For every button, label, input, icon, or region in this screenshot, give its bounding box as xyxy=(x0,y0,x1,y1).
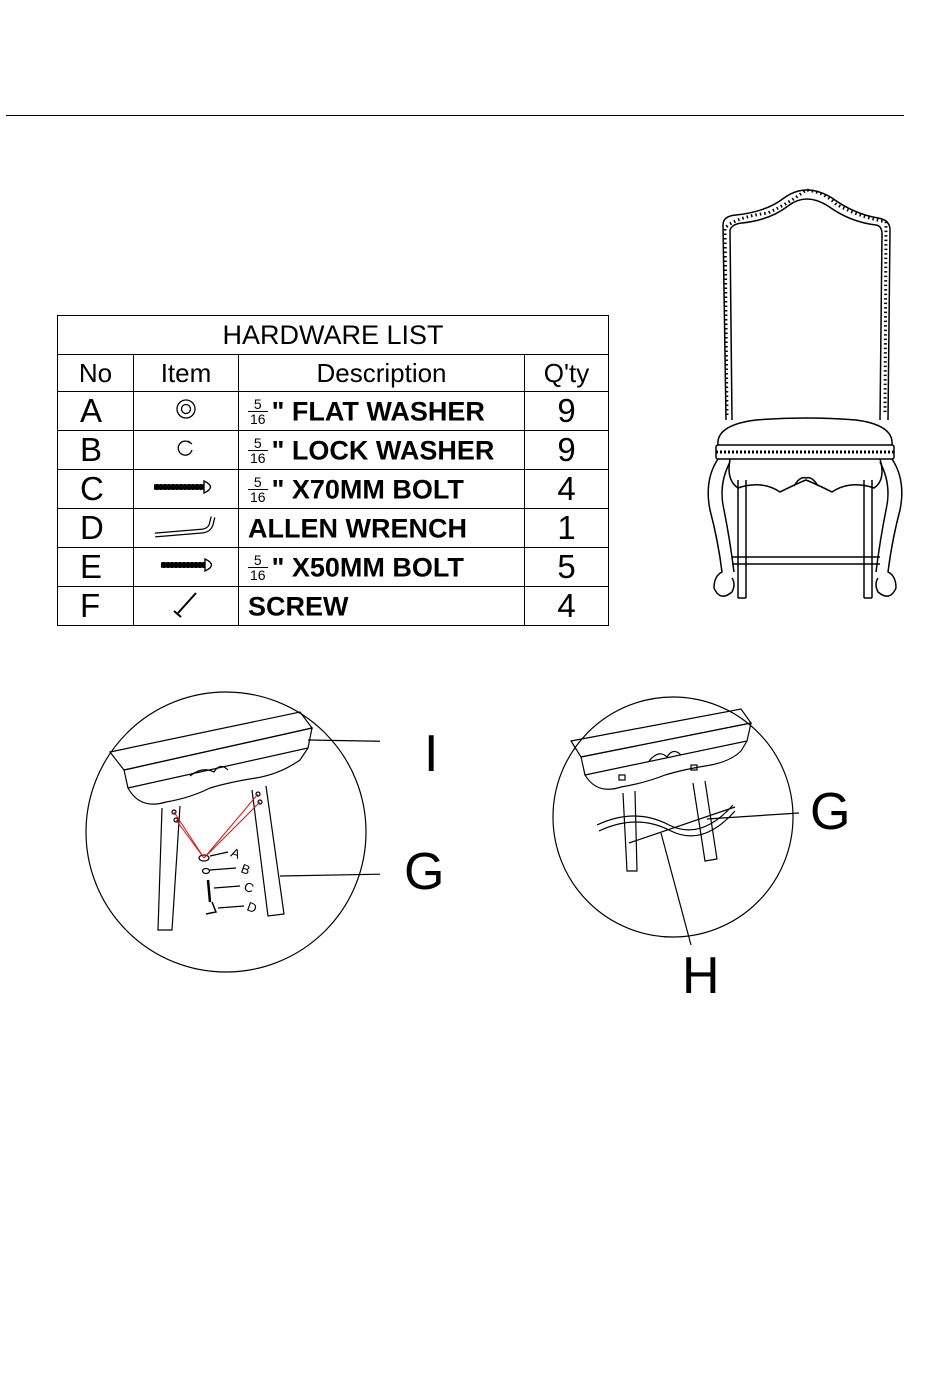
row-no: D xyxy=(58,509,134,548)
row-no: C xyxy=(58,470,134,509)
description-cell: ALLEN WRENCH xyxy=(239,509,525,548)
hardware-list-title: HARDWARE LIST xyxy=(58,316,609,355)
hardware-list-table: HARDWARE LIST No Item Description Q'ty A… xyxy=(57,315,609,626)
callout-label-i: I xyxy=(424,728,438,780)
item-cell xyxy=(134,548,239,587)
callout-label-h: H xyxy=(682,950,720,1002)
row-qty: 5 xyxy=(525,548,609,587)
header-item: Item xyxy=(134,355,239,392)
table-header-row: No Item Description Q'ty xyxy=(58,355,609,392)
bolt-70mm-icon xyxy=(151,478,221,496)
row-qty: 4 xyxy=(525,470,609,509)
row-no: A xyxy=(58,392,134,431)
item-cell xyxy=(134,470,239,509)
chair-illustration xyxy=(696,180,916,610)
header-rule xyxy=(6,115,904,116)
hardware-letter: A xyxy=(229,845,243,862)
header-description: Description xyxy=(239,355,525,392)
row-description: " LOCK WASHER xyxy=(272,435,495,465)
header-qty: Q'ty xyxy=(525,355,609,392)
callout-label-g: G xyxy=(810,786,850,838)
row-no: F xyxy=(58,587,134,626)
hardware-letter: D xyxy=(245,899,259,916)
hardware-letter: C xyxy=(242,879,256,896)
seat-attachment-diagram: A B C D xyxy=(80,690,380,980)
row-description: " X70MM BOLT xyxy=(272,474,464,504)
row-description: ALLEN WRENCH xyxy=(248,513,467,543)
row-description: " FLAT WASHER xyxy=(272,396,485,426)
allen-wrench-icon xyxy=(151,513,221,539)
row-description: " X50MM BOLT xyxy=(272,552,464,582)
description-cell: SCREW xyxy=(239,587,525,626)
table-row: D ALLEN WRENCH 1 xyxy=(58,509,609,548)
table-row: F SCREW 4 xyxy=(58,587,609,626)
flat-washer-icon xyxy=(171,396,201,422)
hardware-letter: B xyxy=(239,861,252,878)
item-cell xyxy=(134,587,239,626)
screw-icon xyxy=(166,589,206,619)
lock-washer-icon xyxy=(171,435,201,461)
row-qty: 9 xyxy=(525,392,609,431)
item-cell xyxy=(134,431,239,470)
row-qty: 1 xyxy=(525,509,609,548)
row-qty: 4 xyxy=(525,587,609,626)
item-cell xyxy=(134,392,239,431)
row-no: E xyxy=(58,548,134,587)
header-no: No xyxy=(58,355,134,392)
callout-label-g: G xyxy=(404,846,444,898)
item-cell xyxy=(134,509,239,548)
row-description: SCREW xyxy=(248,591,349,621)
row-no: B xyxy=(58,431,134,470)
bolt-50mm-icon xyxy=(151,556,221,574)
row-qty: 9 xyxy=(525,431,609,470)
stretcher-attachment-diagram xyxy=(545,695,825,985)
